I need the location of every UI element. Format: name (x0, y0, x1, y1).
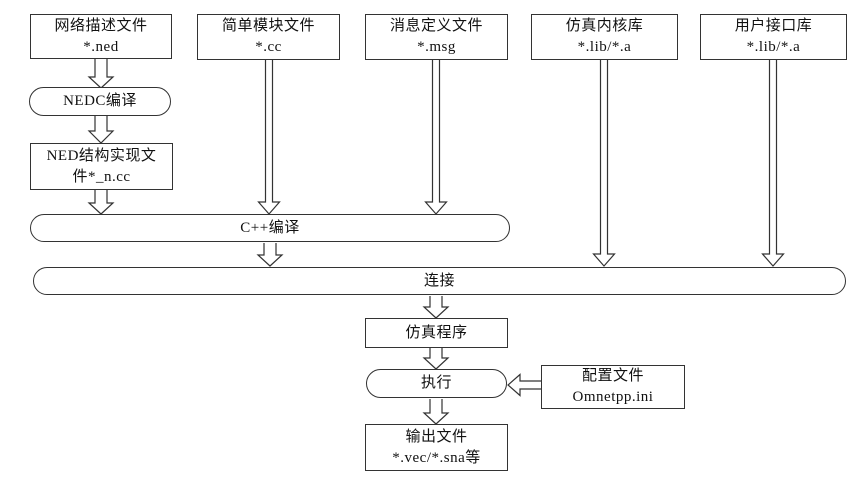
arrow-link-to-sim-icon (422, 296, 450, 319)
node-label: 仿真程序 (405, 324, 468, 341)
node-user-interface-library: 用户接口库 *.lib/*.a (700, 14, 847, 60)
node-sublabel: *.ned (83, 38, 119, 55)
node-sublabel: 件*_n.cc (72, 168, 131, 185)
node-label: 执行 (420, 375, 452, 391)
arrow-nedcc-to-cpp-icon (87, 190, 115, 215)
node-sublabel: *.lib/*.a (746, 39, 801, 55)
arrow-nedc-to-nedcc-icon (87, 116, 115, 144)
node-configuration-file: 配置文件 Omnetpp.ini (541, 365, 685, 409)
arrow-ui-to-link-icon (761, 60, 785, 267)
node-label: 仿真内核库 (565, 18, 644, 34)
node-sublabel: *.cc (255, 39, 282, 55)
node-ned-structure-file: NED结构实现文 件*_n.cc (30, 143, 173, 190)
node-label: C++编译 (240, 219, 300, 236)
arrow-cpp-to-link-icon (256, 243, 284, 267)
node-simulation-kernel-library: 仿真内核库 *.lib/*.a (531, 14, 678, 60)
node-sublabel: *.msg (417, 39, 456, 55)
node-label: 用户接口库 (734, 18, 813, 34)
node-network-description-file: 网络描述文件 *.ned (30, 14, 172, 59)
arrow-kernel-to-link-icon (592, 60, 616, 267)
arrow-sim-to-exec-icon (422, 348, 450, 370)
node-label: 连接 (423, 272, 455, 289)
arrow-cc-to-cpp-icon (257, 60, 281, 215)
node-sublabel: *.lib/*.a (577, 39, 632, 55)
node-label: 配置文件 (581, 368, 644, 384)
node-label: NEDC编译 (63, 93, 137, 109)
arrow-ned-to-nedc-icon (87, 59, 115, 89)
node-label: 简单模块文件 (221, 18, 315, 34)
node-output-file: 输出文件 *.vec/*.sna等 (365, 424, 508, 471)
node-nedc-compile: NEDC编译 (29, 87, 171, 116)
arrow-exec-to-output-icon (422, 399, 450, 425)
node-label: 网络描述文件 (54, 17, 148, 34)
node-simulation-program: 仿真程序 (365, 318, 508, 348)
node-cpp-compile: C++编译 (30, 214, 510, 242)
arrow-msg-to-cpp-icon (424, 60, 448, 215)
node-label: NED结构实现文 (46, 147, 157, 164)
node-sublabel: Omnetpp.ini (572, 389, 654, 405)
node-link: 连接 (33, 267, 846, 295)
node-simple-module-file: 简单模块文件 *.cc (197, 14, 340, 60)
node-label: 输出文件 (405, 428, 468, 445)
arrow-config-to-exec-icon (507, 373, 541, 397)
node-message-definition-file: 消息定义文件 *.msg (365, 14, 508, 60)
node-execute: 执行 (366, 369, 507, 398)
node-label: 消息定义文件 (389, 18, 483, 34)
node-sublabel: *.vec/*.sna等 (392, 449, 481, 466)
